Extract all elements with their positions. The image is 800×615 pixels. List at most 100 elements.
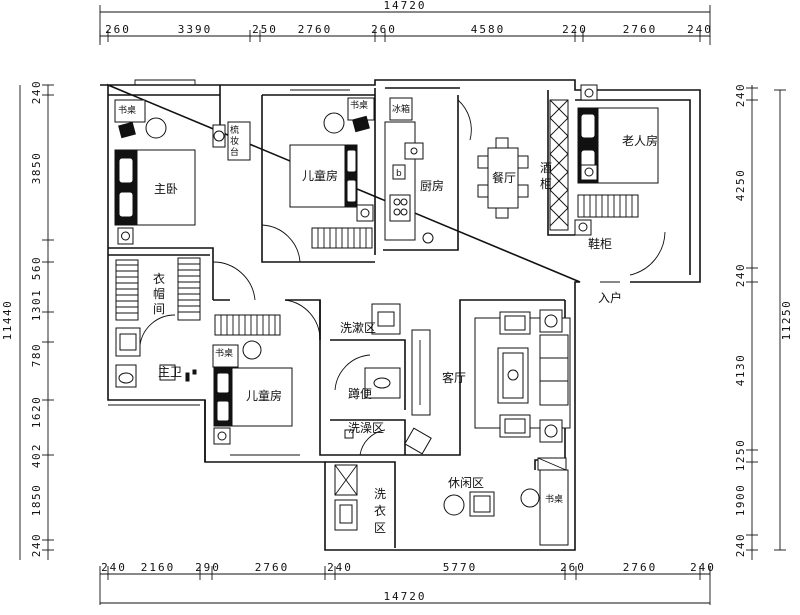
dresser-label-3: 台 [230,146,239,158]
sofa [539,334,569,406]
room-label-toilet: 蹲便 [348,387,372,401]
squat-toilet [364,367,401,399]
bottom-dim-9: 240 [690,561,716,574]
right-dim-5: 1250 [734,439,747,472]
desk-label-2: 书桌 [350,99,368,111]
shower-floor [159,364,176,381]
room-label-dining: 餐厅 [492,170,516,185]
left-dim-5: 780 [30,343,43,367]
bottom-dim-4: 2760 [255,561,290,574]
top-dimensions: 14720 260 3390 250 2760 260 4580 220 276… [99,0,713,45]
right-dimensions: 11250 240 4250 240 4130 1250 1900 240 [734,83,793,560]
shoe-cabinet-label: 鞋柜 [588,236,612,251]
room-label-shower: 洗澡区 [348,421,384,435]
wardrobe-left [115,259,139,321]
stove-b [392,164,406,180]
kids-room-1: 书桌 儿童房 [289,97,375,249]
walls [100,79,701,551]
left-dim-10: 240 [30,533,43,557]
doors [139,99,666,456]
desk-chair-icon [118,121,136,139]
chair-icon [145,117,167,139]
entrance: 入户 [598,290,622,305]
dresser-label-1: 梳 [230,124,239,136]
closet-label-3: 间 [153,302,165,316]
kids-bed-2 [229,367,293,427]
desk-4 [539,469,569,546]
wine-cabinet-unit [549,99,569,231]
closet: 衣 帽 间 [115,257,201,321]
room-label-living: 客厅 [442,370,466,385]
left-dim-9: 1850 [30,484,43,517]
top-total-dimension: 14720 [383,0,426,12]
room-label-kids-room-1: 儿童房 [302,168,338,183]
left-dim-7: 2 [30,443,43,451]
room-label-elder-room: 老人房 [622,133,658,148]
bottom-total-dimension: 14720 [383,590,426,603]
bottom-dim-7: 260 [560,561,586,574]
left-dim-1: 240 [30,80,43,104]
desk-chair-4 [520,488,540,508]
kids-chair-2 [242,340,262,360]
room-label-kitchen: 厨房 [420,178,444,193]
wine-cabinet-label-1: 酒 [540,161,552,175]
right-dim-7: 240 [734,533,747,557]
top-dim-9: 240 [687,23,713,36]
right-dim-2: 4250 [734,169,747,202]
tv-cabinet [411,329,431,416]
bottom-dim-5: 240 [327,561,353,574]
bottom-dimensions: 240 2160 290 2760 240 5770 260 2760 240 … [99,561,716,605]
bottom-dim-1: 240 [101,561,127,574]
living-room: 客厅 [404,309,571,455]
top-dim-7: 220 [562,23,588,36]
bottom-dim-3: 290 [195,561,221,574]
kids-chair-1 [352,115,370,133]
bathroom-block: 洗漱区 蹲便 洗澡区 洗 衣 区 [334,303,401,535]
room-label-entrance: 入户 [598,290,622,305]
kitchen: 冰箱 b 厨房 [384,97,444,244]
top-dim-2: 3390 [178,23,213,36]
desk-1 [114,99,146,123]
fridge-label: 冰箱 [392,103,410,115]
dining: 餐厅 [477,137,529,219]
room-label-wash-basin: 洗漱区 [340,321,376,335]
left-dim-2: 3850 [30,152,43,185]
dresser-label-2: 妆 [230,135,239,147]
fridge [389,97,413,121]
top-dim-8: 2760 [623,23,658,36]
wardrobe-right [177,257,201,321]
kids-room-2: 书桌 儿童房 [212,314,293,445]
right-dim-1: 240 [734,83,747,107]
top-dim-6: 4580 [471,23,506,36]
top-dim-3: 250 [252,23,278,36]
laundry-label-1: 洗 [374,487,386,501]
room-label-leisure: 休闲区 [448,476,484,490]
left-dim-4: 1301 [30,289,43,322]
closet-label-1: 衣 [153,271,165,286]
bottom-dim-6: 5770 [443,561,478,574]
dining-chair [477,155,489,169]
desk-label-1: 书桌 [118,104,136,116]
left-total-dimension: 11440 [1,300,14,341]
room-label-master-bedroom: 主卧 [154,182,178,196]
leisure-area: 休闲区 书桌 [443,457,569,546]
desk-label-3: 书桌 [215,347,233,359]
left-dim-3: 560 [30,256,43,280]
stove-label: b [396,169,402,179]
master-bedroom: 书桌 梳 妆 台 主卧 [114,99,251,245]
floor-drain [422,232,434,244]
right-dim-3: 240 [734,263,747,287]
left-dim-6: 1620 [30,396,43,429]
right-total-dimension: 11250 [780,300,793,341]
top-dim-1: 260 [105,23,131,36]
wine-cabinet: 酒 柜 [540,99,569,231]
bottom-dim-2: 2160 [141,561,176,574]
room-label-master-bath: 主卫 [158,365,182,379]
master-bath: 主卫 [115,327,197,388]
desk-label-4: 书桌 [545,493,563,505]
dresser [227,121,251,161]
laundry-label-2: 衣 [374,503,386,518]
lounge-chair [404,427,432,455]
kitchen-counter [384,121,416,241]
